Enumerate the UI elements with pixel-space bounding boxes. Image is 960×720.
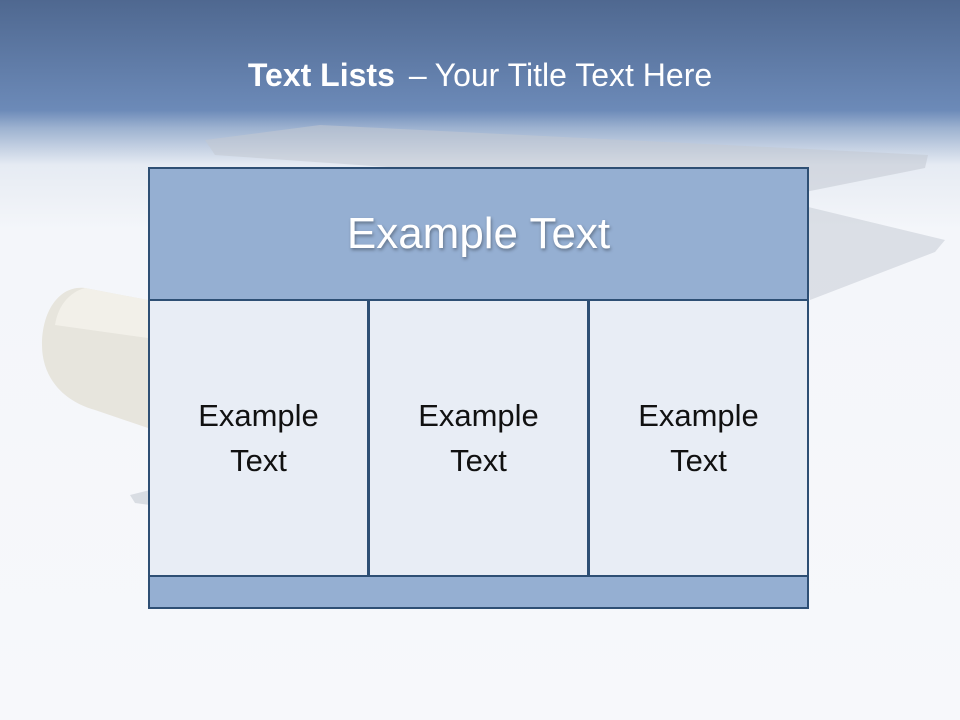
column-box-1: Example Text bbox=[148, 299, 369, 577]
title-separator: – bbox=[408, 56, 427, 93]
title-main: Text Lists bbox=[247, 56, 395, 93]
title-subtitle: Your Title Text Here bbox=[434, 56, 713, 93]
column-text-2: Example Text bbox=[418, 398, 539, 478]
header-box: Example Text bbox=[148, 167, 809, 301]
column-box-2: Example Text bbox=[368, 299, 589, 577]
column-text-1: Example Text bbox=[198, 398, 319, 478]
column-box-3: Example Text bbox=[588, 299, 809, 577]
header-text: Example Text bbox=[346, 209, 611, 258]
text-list-diagram: Example Text Example Text Example Text E… bbox=[148, 167, 809, 609]
footer-bar bbox=[148, 575, 809, 609]
slide-title: Text Lists – Your Title Text Here bbox=[0, 50, 960, 100]
column-text-3: Example Text bbox=[638, 398, 759, 478]
